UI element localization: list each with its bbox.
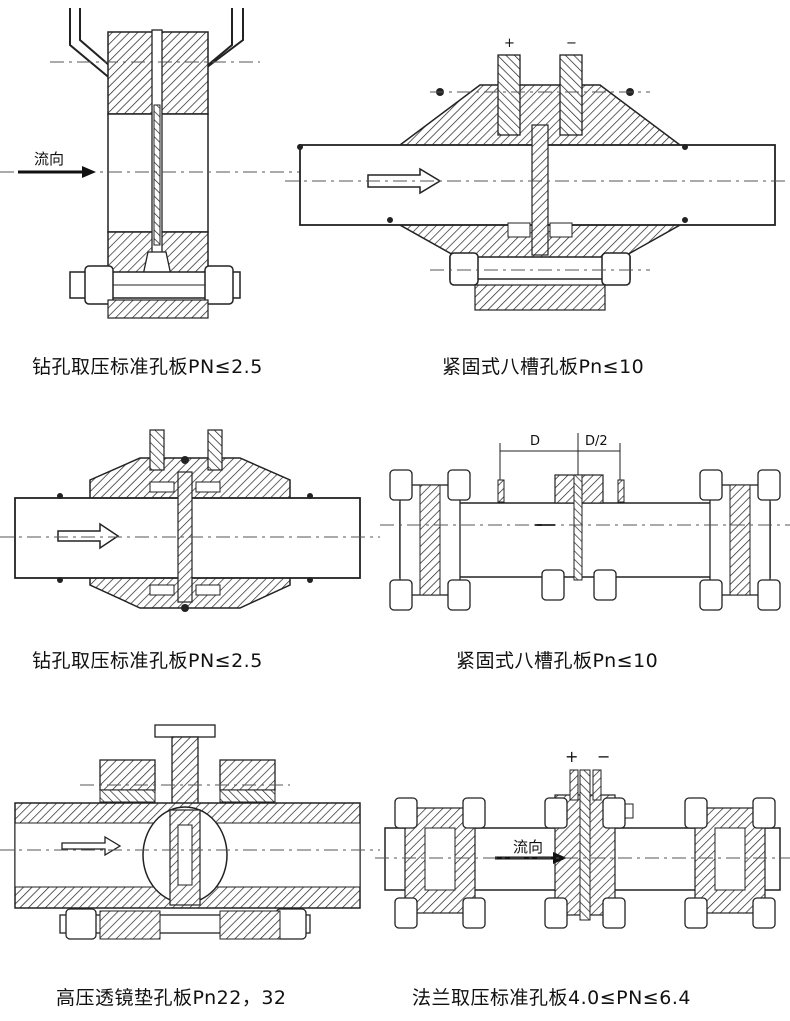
minus-label-2: − [597, 747, 610, 766]
drilled-orifice-drawing: 流向 [0, 8, 300, 319]
drilled-orifice-drawing-2 [0, 429, 380, 612]
flow-label: 流向 [34, 150, 64, 168]
diagram-drilled-orifice-top-left: 流向 [0, 0, 300, 330]
diagram-slotted-orifice-middle-right: D D/2 [380, 425, 790, 615]
diagram-lens-gasket-orifice-bottom-left [0, 715, 380, 955]
caption-panel-1: 钻孔取压标准孔板PN≤2.5 [32, 356, 263, 378]
dimension-d-half: D/2 [585, 434, 608, 449]
lens-gasket-orifice-drawing [0, 724, 380, 940]
caption-panel-2: 紧固式八槽孔板Pn≤10 [442, 356, 645, 378]
flow-label-2: 流向 [513, 838, 543, 856]
plus-label: + [504, 36, 515, 51]
caption-panel-4: 紧固式八槽孔板Pn≤10 [456, 650, 659, 672]
minus-label: − [566, 36, 577, 51]
caption-panel-5: 高压透镜垫孔板Pn22，32 [56, 987, 287, 1009]
caption-panel-3: 钻孔取压标准孔板PN≤2.5 [32, 650, 263, 672]
diagram-flange-tap-orifice-bottom-right: + − 流向 [375, 740, 790, 945]
caption-panel-6: 法兰取压标准孔板4.0≤PN≤6.4 [412, 987, 691, 1009]
dimension-d: D [530, 434, 540, 449]
flange-tap-orifice-drawing: + − 流向 [375, 747, 790, 929]
diagram-drilled-orifice-middle-left [0, 420, 380, 620]
plus-label-2: + [565, 747, 578, 766]
clamped-orifice-drawing: + − [285, 36, 785, 311]
diagram-clamped-orifice-top-right: + − [280, 25, 790, 320]
slotted-orifice-drawing: D D/2 [380, 433, 790, 611]
